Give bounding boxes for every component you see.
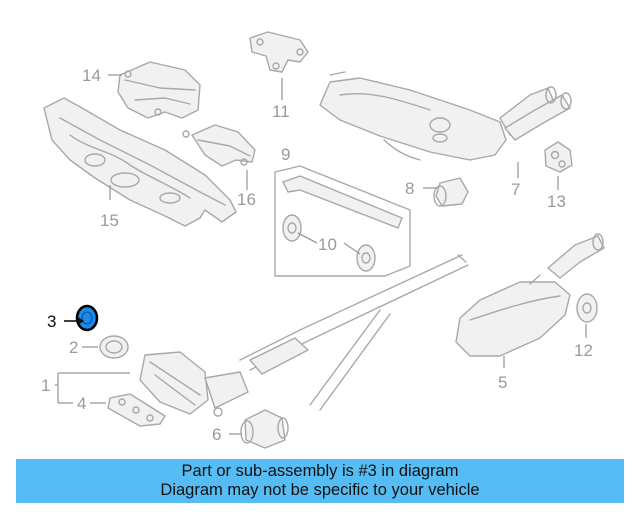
hanger-bracket-assembly	[274, 165, 411, 277]
callout-10: 10	[318, 235, 337, 254]
callout-5: 5	[498, 373, 507, 392]
exhaust-pipe	[239, 254, 469, 411]
heat-shield-small	[182, 124, 256, 167]
callout-7: 7	[511, 180, 520, 199]
callout-4: 4	[77, 394, 86, 413]
rear-muffler	[319, 71, 572, 161]
callout-1: 1	[41, 376, 50, 395]
heat-shield-underbody	[43, 97, 237, 227]
clamp-8	[433, 177, 469, 207]
callout-2: 2	[69, 338, 78, 357]
info-banner: Part or sub-assembly is #3 in diagram Di…	[16, 459, 624, 503]
callout-3: 3	[47, 312, 56, 331]
heat-shield-upper	[117, 61, 201, 119]
clamp-6	[240, 409, 289, 449]
center-muffler	[455, 233, 605, 357]
callout-11: 11	[272, 102, 290, 121]
exhaust-system-diagram: 14 11 15 16 9 8 7 13 10 12 5 3 2 1 4 6	[41, 31, 605, 449]
callout-13: 13	[547, 192, 566, 211]
callout-9: 9	[281, 145, 290, 164]
gasket-3-highlighted[interactable]	[75, 304, 99, 332]
callout-6: 6	[212, 425, 221, 444]
catalytic-converter	[139, 337, 309, 417]
banner-line-2: Diagram may not be specific to your vehi…	[160, 481, 480, 499]
manifold-gasket-4	[107, 393, 166, 427]
gasket-2	[99, 335, 129, 359]
bracket-mount	[249, 31, 309, 73]
callout-16: 16	[237, 190, 256, 209]
callout-14: 14	[82, 66, 101, 85]
callout-8: 8	[405, 179, 414, 198]
leader-lines	[55, 74, 587, 435]
callout-labels: 14 11 15 16 9 8 7 13 10 12 5 3 2 1 4 6	[41, 66, 593, 444]
banner-line-1: Part or sub-assembly is #3 in diagram	[181, 462, 459, 480]
rubber-hanger-12	[576, 293, 598, 323]
rubber-hanger-13	[544, 141, 573, 173]
callout-12: 12	[574, 341, 593, 360]
callout-15: 15	[100, 211, 119, 230]
